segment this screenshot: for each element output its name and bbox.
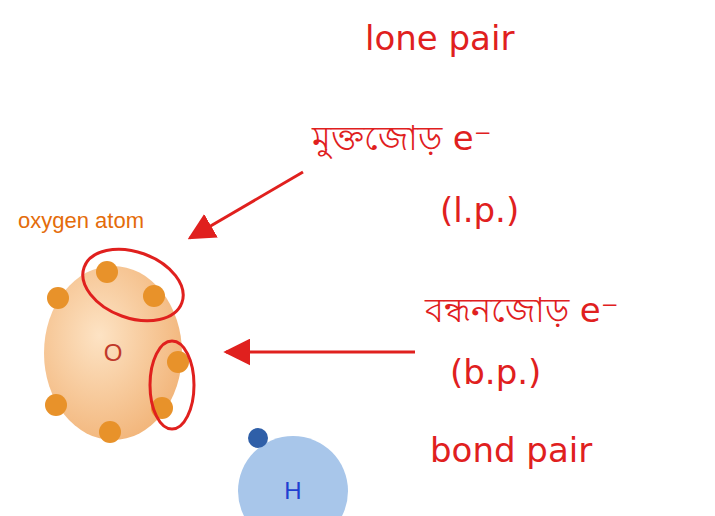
element-symbol: O [104, 339, 123, 367]
electron [96, 261, 118, 283]
annotation-text: বন্ধনজোড় e⁻ [425, 290, 619, 331]
highlight-circle [150, 341, 194, 429]
annotation-text: (b.p.) [450, 352, 541, 393]
atom-circle: H [238, 436, 348, 516]
atom-shape [238, 436, 348, 516]
annotation-text: (l.p.) [440, 190, 519, 231]
electron [248, 428, 268, 448]
electron [45, 394, 67, 416]
annotation-text: bond pair [430, 430, 592, 471]
electron-dots [45, 261, 268, 448]
node-body: H [238, 436, 348, 516]
atom-shape [44, 266, 182, 440]
electron [47, 287, 69, 309]
electron [167, 351, 189, 373]
annotation-text: lone pair [365, 18, 514, 59]
atom-caption: oxygen atom [18, 208, 144, 234]
annotation-text: মুক্তজোড় e⁻ [312, 118, 492, 159]
leader-arrow [226, 351, 415, 354]
electron [99, 421, 121, 443]
electron [143, 285, 165, 307]
leader-arrow [190, 172, 303, 238]
element-symbol: H [284, 477, 301, 505]
highlight-circle [73, 236, 193, 334]
